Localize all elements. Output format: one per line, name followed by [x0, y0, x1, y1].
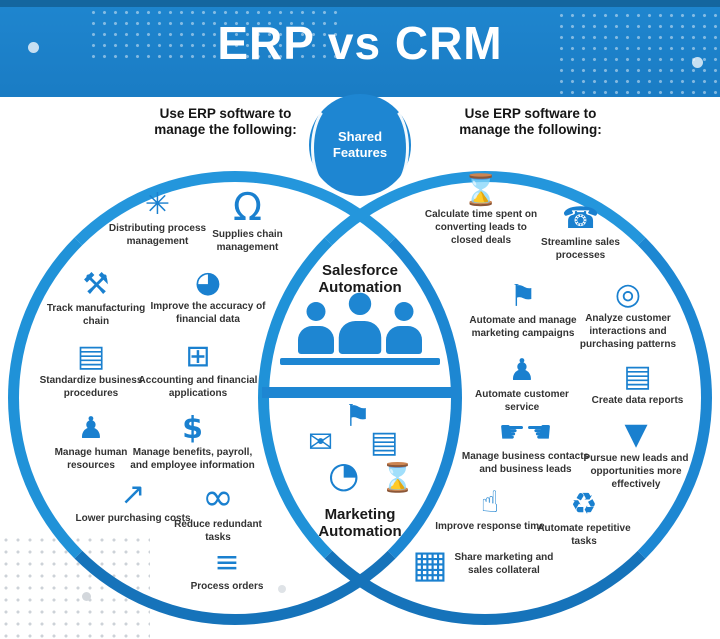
crm-item-analyze-customer: ◎ Analyze customer interactions and purc…	[566, 280, 690, 351]
item-label: Distributing process management	[108, 223, 207, 247]
erp-item-benefits-payroll: $ Manage benefits, payroll, and employee…	[125, 414, 260, 472]
erp-column-header: Use ERP software to manage the following…	[154, 106, 297, 137]
erp-item-reduce-redundant: ∞ Reduce redundant tasks	[160, 478, 276, 544]
erp-item-supplies-chain: Ω Supplies chain management	[190, 188, 305, 254]
database-network-icon: ✳	[144, 187, 171, 222]
calculator-icon: ⊞	[185, 339, 211, 374]
dot-pattern-right	[556, 10, 720, 95]
decorative-dot	[28, 42, 39, 53]
customer-group-icon: ♟	[508, 353, 536, 388]
center-divider-bar	[262, 387, 458, 398]
item-label: Accounting and financial applications	[138, 375, 258, 399]
top-strip	[0, 0, 720, 7]
presentation-board-icon: ▦	[412, 542, 448, 586]
item-label: Lower purchasing costs	[75, 513, 191, 524]
item-label: Manage business contacts and business le…	[461, 451, 590, 475]
item-label: Share marketing and sales collateral	[454, 552, 554, 576]
header-banner: ERP vs CRM	[0, 0, 720, 97]
shared-features-badge: Shared Features	[309, 94, 411, 196]
crm-item-business-contacts: ☛☚ Manage business contacts and business…	[458, 418, 593, 476]
crm-column-header: Use ERP software to manage the following…	[459, 106, 602, 137]
org-chart-people-icon: ♟	[77, 411, 105, 446]
decorative-dot	[82, 592, 91, 601]
megaphone-icon: ⚑	[344, 399, 371, 434]
item-label: Automate repetitive tasks	[537, 523, 631, 547]
crm-item-streamline-sales: ☎ Streamline sales processes	[528, 204, 633, 262]
item-label: Process orders	[190, 581, 264, 592]
chart-magnifier-icon: ◎	[614, 277, 642, 312]
page-title: ERP vs CRM	[217, 17, 503, 69]
envelope-icon: ✉	[308, 425, 334, 460]
repeat-tasks-icon: ♻	[570, 487, 598, 522]
white-arc-left	[311, 102, 361, 194]
white-arc-right	[359, 102, 409, 194]
pie-chart-icon: ◔	[328, 455, 360, 496]
handshake-icon: ☛☚	[498, 415, 553, 450]
crm-venn-circle	[258, 171, 712, 625]
item-label: Track manufacturing chain	[46, 303, 146, 327]
crm-item-pursue-leads: ▼ Pursue new leads and opportunities mor…	[574, 420, 698, 491]
decorative-dot	[692, 57, 703, 68]
erp-item-financial-accuracy: ◕ Improve the accuracy of financial data	[148, 268, 268, 326]
item-label: Automate and manage marketing campaigns	[469, 315, 577, 339]
crm-item-repetitive-tasks: ♻ Automate repetitive tasks	[526, 490, 642, 548]
erp-item-accounting-apps: ⊞ Accounting and financial applications	[138, 342, 258, 400]
item-label: Improve response time	[435, 521, 545, 532]
item-label: Pursue new leads and opportunities more …	[583, 453, 689, 490]
factory-icon: ⚒	[82, 267, 110, 302]
item-label: Streamline sales processes	[541, 237, 620, 261]
erp-item-human-resources: ♟ Manage human resources	[35, 414, 147, 472]
crm-item-response-time: ☝ Improve response time	[432, 488, 548, 533]
item-label: Calculate time spent on converting leads…	[424, 209, 538, 246]
salesforce-automation-title: Salesforce Automation	[318, 262, 402, 297]
hourglass-icon: ⌛	[380, 461, 415, 494]
megaphone-screen-icon: ⚑	[509, 279, 537, 314]
erp-item-process-orders: ≡ Process orders	[170, 548, 284, 593]
item-label: Manage benefits, payroll, and employee i…	[130, 447, 255, 471]
crm-item-share-collateral: ▦ Share marketing and sales collateral	[412, 545, 577, 583]
erp-item-distributing-process: ✳ Distributing process management	[100, 190, 215, 248]
magnet-icon: Ω	[232, 185, 263, 229]
payroll-money-icon: $	[182, 411, 203, 446]
infinity-loop-icon: ∞	[202, 475, 234, 519]
funnel-icon: ▼	[624, 417, 648, 452]
call-center-agents-icon	[280, 302, 440, 365]
item-label: Improve the accuracy of financial data	[150, 301, 266, 325]
pointing-hand-icon: ☝	[480, 485, 500, 520]
item-label: Analyze customer interactions and purcha…	[579, 313, 677, 350]
rising-chart-icon: ↗	[120, 477, 146, 512]
agent-icon	[385, 302, 423, 354]
report-chart-icon: ▤	[370, 425, 399, 460]
marketing-automation-title: Marketing Automation	[318, 506, 402, 541]
item-label: Manage human resources	[54, 447, 128, 471]
process-flow-icon: ≡	[214, 545, 240, 580]
financial-pie-chart-icon: ◕	[194, 265, 222, 300]
erp-item-standardize-procedures: ▤ Standardize business procedures	[35, 342, 147, 400]
item-label: Standardize business procedures	[39, 375, 143, 399]
erp-item-track-manufacturing: ⚒ Track manufacturing chain	[40, 270, 152, 328]
sales-agent-icon: ☎	[561, 201, 600, 236]
document-gear-icon: ▤	[76, 339, 106, 374]
item-label: Automate customer service	[475, 389, 569, 413]
erp-item-lower-costs: ↗ Lower purchasing costs	[75, 480, 191, 525]
agent-icon	[338, 293, 383, 354]
marketing-icons-cluster: ✉ ⚑ ▤ ◔ ⌛	[300, 402, 422, 502]
item-label: Reduce redundant tasks	[174, 519, 262, 543]
trophy-dollar-icon: ⌛	[462, 173, 500, 208]
desk-bar	[280, 358, 440, 365]
crm-item-data-reports: ▤ Create data reports	[575, 362, 700, 407]
crm-item-calculate-time: ⌛ Calculate time spent on converting lea…	[420, 176, 542, 247]
item-label: Create data reports	[591, 395, 684, 406]
dot-pattern-left	[88, 7, 338, 65]
crm-item-marketing-campaigns: ⚑ Automate and manage marketing campaign…	[458, 282, 588, 340]
agent-icon	[297, 302, 335, 354]
item-label: Supplies chain management	[212, 229, 283, 253]
data-report-icon: ▤	[623, 359, 652, 394]
crm-item-customer-service: ♟ Automate customer service	[462, 356, 582, 414]
